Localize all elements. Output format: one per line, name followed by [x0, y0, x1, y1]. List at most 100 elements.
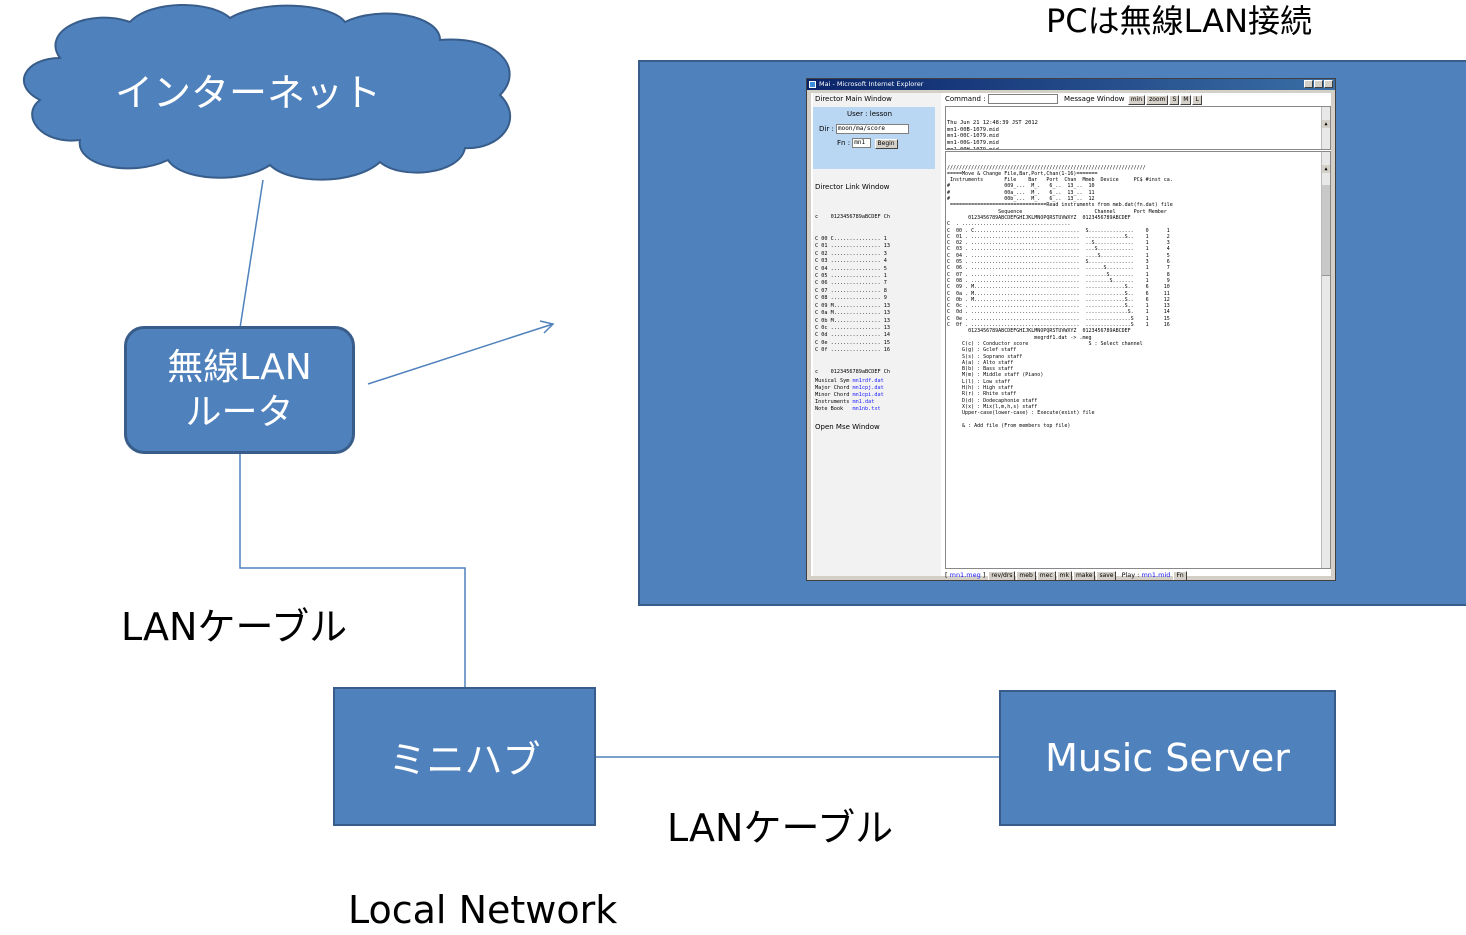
- file-row-link[interactable]: mn1cpj.dat: [852, 385, 884, 391]
- dir-input[interactable]: moon/ma/score: [836, 124, 910, 134]
- mini-hub-node: ミニハブ: [333, 687, 596, 826]
- internet-cloud-shape: [23, 3, 512, 181]
- director-main-heading: Director Main Window: [815, 95, 892, 103]
- output-line: Instruments File Bar Port Chan Mmeb Devi…: [947, 177, 1173, 184]
- router-pc-arrow-line: [367, 323, 554, 385]
- output-line: & : Add file (From members top file): [947, 422, 1071, 429]
- play-file-link[interactable]: mn1.mid: [1141, 571, 1171, 579]
- link-row: C 0c ................ 13: [815, 324, 890, 331]
- main-output-lines: ////////////////////////////////////////…: [947, 165, 1330, 429]
- ie-icon: [809, 81, 816, 88]
- output-line: H(h) : High staff: [947, 384, 1014, 391]
- output-line: C 01 . .................................…: [947, 233, 1170, 240]
- link-row: C 0d ................ 14: [815, 332, 890, 339]
- output-line: Upper-case(lower-case) : Execute(exist) …: [947, 410, 1095, 417]
- toolbar-button[interactable]: rev/drs: [988, 571, 1016, 580]
- window-controls: [1304, 80, 1333, 88]
- director-link-table: c 0123456789aBCDEF Ch C 00 C............…: [815, 199, 890, 392]
- link-row: C 0e ................ 15: [815, 339, 890, 346]
- output-line: D(d) : Dodecaphonie staff: [947, 397, 1038, 404]
- main-scrollbar[interactable]: ▲: [1321, 152, 1330, 568]
- message-line: mn1-00C-1079.mid: [947, 133, 999, 140]
- output-line: =====Move & Change File,Bar,Port,Chan(1-…: [947, 170, 1098, 177]
- link-row: C 07 ................ 8: [815, 287, 887, 294]
- meg-file-link[interactable]: mn1.meg: [949, 571, 981, 579]
- message-window-button[interactable]: M: [1180, 95, 1192, 105]
- message-window-button[interactable]: L: [1192, 95, 1202, 105]
- message-window-button[interactable]: min: [1127, 95, 1146, 105]
- toolbar-button[interactable]: make: [1072, 571, 1096, 580]
- message-window-button[interactable]: S: [1169, 95, 1180, 105]
- message-line: mn1-00B-1079.mid: [947, 126, 999, 133]
- link-row: C 0a M............... 13: [815, 310, 890, 317]
- output-line: Sequence Channel Port Member: [947, 208, 1167, 215]
- file-row: Minor Chord mn1cpi.dat: [815, 392, 884, 399]
- output-line: # 00a_... M_. 6_.. 13_.. 11: [947, 189, 1095, 196]
- output-line: # 009_... M_. 6_.. 13_.. 10: [947, 183, 1095, 190]
- fn-input[interactable]: mn1: [852, 138, 872, 148]
- file-row-link[interactable]: mn1rdf.dat: [852, 378, 884, 384]
- file-row-label: Minor Chord: [815, 392, 853, 398]
- message-scrollbar[interactable]: ▲: [1321, 107, 1330, 149]
- music-server-node: Music Server: [999, 690, 1336, 826]
- output-line: C 07 . .................................…: [947, 271, 1170, 278]
- wireless-router-node: 無線LAN ルータ: [124, 326, 355, 454]
- message-line: mn1-00H-1079.mid: [947, 146, 999, 150]
- output-line: C 0d . .................................…: [947, 309, 1170, 316]
- toolbar-button[interactable]: meb: [1016, 571, 1036, 580]
- output-line: C 02 . .................................…: [947, 240, 1170, 247]
- message-window-button[interactable]: zoom: [1146, 95, 1169, 105]
- output-line: S(s) : Soprano staff: [947, 353, 1023, 360]
- close-icon[interactable]: [1324, 80, 1333, 88]
- main-scroll-up-icon[interactable]: ▲: [1322, 164, 1330, 173]
- command-label: Command :: [945, 95, 986, 103]
- file-row: Musical Sym mn1rdf.dat: [815, 378, 884, 385]
- browser-titlebar: Mai - Microsoft Internet Explorer: [807, 79, 1335, 90]
- scroll-up-icon[interactable]: ▲: [1322, 120, 1330, 129]
- fn-button[interactable]: Fn: [1173, 571, 1187, 580]
- output-line: C 08 . .................................…: [947, 277, 1170, 284]
- cable-label-router-hub: LANケーブル: [121, 605, 348, 649]
- toolbar-button[interactable]: mec: [1036, 571, 1056, 580]
- message-window-label: Message Window: [1064, 95, 1125, 103]
- toolbar-button[interactable]: save: [1096, 571, 1117, 580]
- output-line: C 04 . .................................…: [947, 252, 1170, 259]
- begin-button[interactable]: Begin: [874, 139, 898, 149]
- open-mse-window-link[interactable]: Open Mse Window: [815, 423, 880, 431]
- output-line: A(a) : Alto staff: [947, 359, 1014, 366]
- link-row: C 00 C............... 1: [815, 236, 887, 243]
- fn-row: Fn : mn1 Begin: [837, 138, 898, 149]
- message-line: Thu Jun 21 12:48:39 JST 2012: [947, 120, 1038, 127]
- maximize-icon[interactable]: [1314, 80, 1323, 88]
- link-row: C 09 M............... 13: [815, 302, 890, 309]
- browser-title: Mai - Microsoft Internet Explorer: [819, 80, 924, 88]
- output-line: G(g) : Gclef staff: [947, 347, 1017, 354]
- local-network-label: Local Network: [348, 888, 618, 932]
- output-line: C 05 . .................................…: [947, 259, 1170, 266]
- file-row-link[interactable]: mn1cpi.dat: [852, 392, 884, 398]
- director-link-heading: Director Link Window: [815, 183, 890, 191]
- cable-label-hub-server: LANケーブル: [667, 806, 894, 850]
- command-input[interactable]: [987, 94, 1058, 104]
- toolbar-button[interactable]: mk: [1056, 571, 1072, 580]
- output-line: 0123456789ABCDEFGHIJKLMNOPQRSTUVWXYZ 012…: [947, 214, 1131, 221]
- output-line: ================================Read ins…: [947, 202, 1173, 209]
- link-row: C 02 ................ 3: [815, 250, 887, 257]
- internet-router-line: [239, 179, 264, 329]
- file-row: Note Book mn1nb.txt: [815, 406, 884, 413]
- router-label-line2: ルータ: [185, 392, 294, 433]
- file-row-link[interactable]: mn1nb.txt: [852, 406, 881, 412]
- main-scroll-thumb[interactable]: [1322, 185, 1330, 277]
- link-row: C 01 ................ 13: [815, 243, 890, 250]
- link-row: C 08 ................ 9: [815, 295, 887, 302]
- minimize-icon[interactable]: [1304, 80, 1313, 88]
- output-line: C 03 . .................................…: [947, 246, 1170, 253]
- bracket-close: ]: [980, 571, 986, 579]
- output-line: B(b) : Bass staff: [947, 366, 1014, 373]
- file-row-link[interactable]: mn1.dat: [852, 399, 875, 405]
